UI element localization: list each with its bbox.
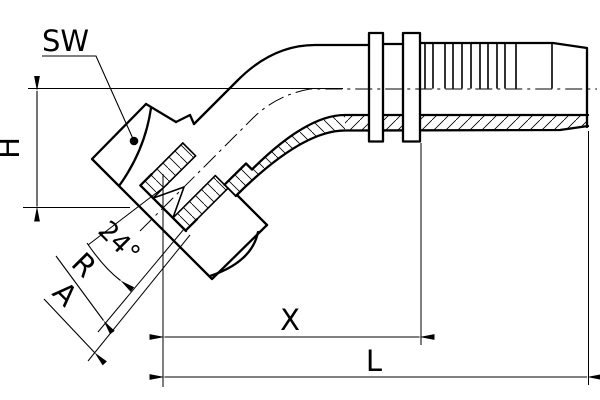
collar1-section bbox=[369, 113, 383, 143]
hose-tail-barbs bbox=[424, 42, 553, 89]
ext-thread-r bbox=[97, 228, 185, 333]
wall-inner-curve bbox=[223, 113, 590, 186]
section-hatching bbox=[140, 115, 588, 231]
hatch-end-upper bbox=[140, 143, 196, 199]
label-sw: SW bbox=[42, 24, 89, 58]
label-l: L bbox=[366, 344, 382, 378]
hatch-bend-wall bbox=[224, 115, 345, 196]
dim-line-r bbox=[55, 255, 115, 335]
centerline bbox=[139, 88, 597, 232]
wall-outer-curve bbox=[234, 124, 590, 198]
bore-line-lower bbox=[172, 174, 217, 219]
cone-angle-leg bbox=[87, 183, 169, 246]
label-x: X bbox=[280, 303, 300, 337]
barb-ribs bbox=[424, 42, 553, 89]
label-h: H bbox=[0, 137, 26, 159]
hose-stop-collars bbox=[367, 31, 422, 143]
tube-nut-junction bbox=[174, 113, 196, 126]
tube-top-curve bbox=[192, 43, 371, 126]
end-wall-step-lower bbox=[214, 174, 237, 197]
dimension-lines bbox=[34, 55, 600, 380]
end-wall-step-upper bbox=[182, 142, 197, 157]
nut-chamfer-arc-top bbox=[117, 106, 153, 188]
end-side-lower bbox=[184, 218, 199, 232]
bore-line-upper bbox=[152, 155, 197, 199]
cone-seat bbox=[152, 186, 185, 219]
collar1 bbox=[367, 31, 385, 143]
fitting-outline bbox=[174, 41, 589, 129]
nut-back-face-lower bbox=[235, 193, 269, 227]
dim-arc-angle bbox=[86, 242, 135, 292]
extension-lines bbox=[23, 88, 589, 387]
hatch-end-lower bbox=[172, 175, 228, 231]
collar2 bbox=[401, 31, 422, 143]
dim-line-a bbox=[43, 298, 107, 366]
sw-leader bbox=[42, 55, 135, 142]
sw-leader-dot bbox=[129, 136, 139, 146]
tail-top-and-cap bbox=[419, 41, 589, 129]
end-side-upper bbox=[139, 172, 153, 187]
nut-chamfer-arc-bottom bbox=[208, 230, 260, 278]
ext-thread-a bbox=[87, 234, 191, 362]
tube-wall-outlines bbox=[139, 113, 590, 232]
collar2-section bbox=[403, 113, 420, 143]
